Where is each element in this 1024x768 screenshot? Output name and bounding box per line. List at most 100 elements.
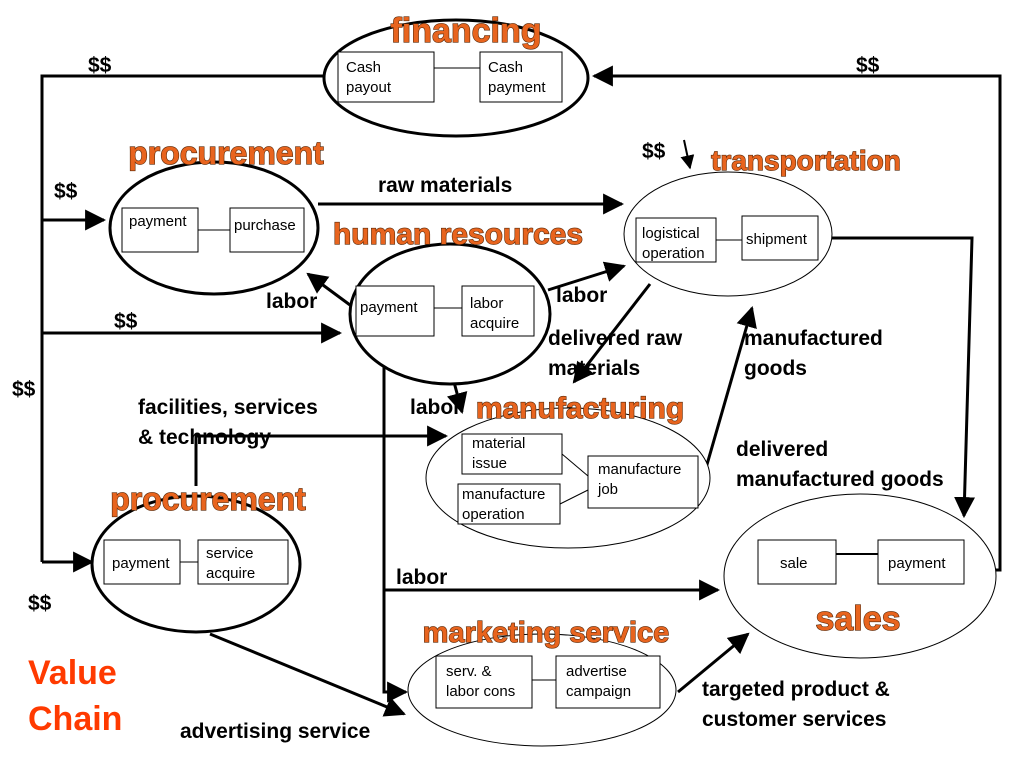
hr-labor-acquire-label-1: labor bbox=[470, 295, 503, 312]
labor-procurement-label: labor bbox=[266, 290, 317, 313]
labor-to-manufacturing-arrow bbox=[446, 381, 468, 415]
node-marketing-service: serv. & labor cons advertise campaign ma… bbox=[407, 616, 677, 747]
advertise-campaign-label-2: campaign bbox=[566, 683, 631, 700]
manufacture-operation-box bbox=[457, 483, 561, 525]
sale-label: sale bbox=[780, 555, 808, 572]
labor-to-transportation-arrow bbox=[547, 261, 627, 292]
serv-labor-cons-label-1: serv. & bbox=[446, 663, 492, 680]
cash-payout-label-2: payout bbox=[346, 79, 392, 96]
procurement-bottom-title: procurement bbox=[110, 481, 306, 517]
advertise-campaign-box bbox=[555, 655, 661, 709]
hr-labor-acquire-label-2: acquire bbox=[470, 315, 519, 332]
node-human-resources: payment labor acquire human resources bbox=[332, 217, 584, 386]
targeted-product-label-1: targeted product & bbox=[702, 678, 890, 701]
node-transportation: logistical operation shipment transporta… bbox=[623, 144, 901, 297]
connectors bbox=[40, 65, 1002, 717]
logistical-operation-box bbox=[635, 217, 717, 263]
sales-title: sales bbox=[815, 600, 900, 638]
procurement-top-payment-label: payment bbox=[129, 213, 187, 230]
dollars-transportation-arrow bbox=[680, 139, 695, 170]
procurement-bottom-payment-label: payment bbox=[112, 555, 170, 572]
procurement-top-purchase-box bbox=[229, 207, 305, 253]
delivered-raw-materials-label-2: materials bbox=[548, 357, 640, 380]
node-procurement-top: payment purchase procurement bbox=[108, 134, 325, 296]
manufacture-operation-label-2: operation bbox=[462, 506, 525, 523]
sales-ellipse bbox=[723, 493, 997, 659]
node-sales: sale payment sales bbox=[723, 493, 997, 659]
delivered-manufactured-goods-label-1: delivered bbox=[736, 438, 828, 461]
manufacture-job-label-2: job bbox=[597, 481, 618, 498]
labor-manufacturing-label: labor bbox=[410, 396, 461, 419]
manufacturing-title: manufacturing bbox=[476, 392, 684, 425]
human-resources-title: human resources bbox=[333, 218, 583, 251]
dollars-procurement-label: $$ bbox=[54, 180, 78, 203]
manufactured-goods-label-2: goods bbox=[744, 357, 807, 380]
financing-ellipse bbox=[322, 18, 590, 138]
delivered-raw-materials-label-1: delivered raw bbox=[548, 327, 683, 350]
labor-sales-label: labor bbox=[396, 566, 447, 589]
value-chain-line-2: Chain bbox=[28, 700, 122, 738]
dollars-transportation-label: $$ bbox=[642, 140, 666, 163]
dollars-left-bus-label: $$ bbox=[12, 378, 36, 401]
procurement-top-title: procurement bbox=[128, 135, 324, 171]
delivered-goods-line bbox=[830, 236, 976, 519]
procurement-top-purchase-label: purchase bbox=[234, 217, 296, 234]
cash-payment-box bbox=[479, 51, 563, 103]
manufacture-job-box bbox=[587, 455, 699, 509]
labor-transport-label: labor bbox=[556, 284, 607, 307]
sales-to-financing-line bbox=[591, 65, 1002, 572]
financing-title: financing bbox=[390, 12, 541, 50]
material-issue-box bbox=[461, 433, 563, 475]
targeted-product-arrow bbox=[677, 632, 750, 694]
labor-to-procurement-arrow bbox=[306, 272, 351, 307]
sales-payment-label: payment bbox=[888, 555, 946, 572]
flow-labels: $$ $$ $$ $$ $$ $$ $$ raw materials labor… bbox=[12, 54, 944, 743]
transportation-ellipse bbox=[623, 171, 833, 297]
delivered-raw-materials-arrow bbox=[572, 283, 652, 384]
service-acquire-label-1: service bbox=[206, 545, 254, 562]
sales-payment-box bbox=[877, 539, 965, 585]
node-procurement-bottom: payment service acquire procurement bbox=[90, 480, 307, 634]
logistical-label-1: logistical bbox=[642, 225, 700, 242]
dollars-financing-right-label: $$ bbox=[856, 54, 880, 77]
cash-payment-label-1: Cash bbox=[488, 59, 523, 76]
cash-payout-label-1: Cash bbox=[346, 59, 381, 76]
procurement-top-ellipse bbox=[108, 160, 320, 296]
human-resources-ellipse bbox=[348, 242, 552, 386]
node-manufacturing: material issue manufacture operation man… bbox=[425, 391, 711, 549]
delivered-manufactured-goods-label-2: manufactured goods bbox=[736, 468, 944, 491]
hr-labor-acquire-box bbox=[461, 285, 535, 337]
value-chain-line-1: Value bbox=[28, 654, 117, 692]
material-issue-label-1: material bbox=[472, 435, 525, 452]
transportation-title: transportation bbox=[711, 145, 901, 176]
targeted-product-label-2: customer services bbox=[702, 708, 886, 731]
advertise-campaign-label-1: advertise bbox=[566, 663, 627, 680]
shipment-label: shipment bbox=[746, 231, 808, 248]
facilities-label-1: facilities, services bbox=[138, 396, 318, 419]
shipment-box bbox=[741, 215, 819, 261]
manufacture-job-label-1: manufacture bbox=[598, 461, 681, 478]
service-acquire-box bbox=[197, 539, 289, 585]
advertising-service-label: advertising service bbox=[180, 720, 370, 743]
logistical-label-2: operation bbox=[642, 245, 705, 262]
value-chain-heading: Value Chain bbox=[28, 654, 122, 738]
cash-payment-label-2: payment bbox=[488, 79, 546, 96]
manufactured-goods-arrow bbox=[704, 305, 757, 469]
manufacture-operation-label-1: manufacture bbox=[462, 486, 545, 503]
financing-to-left-bus-line bbox=[40, 74, 328, 562]
procurement-bottom-payment-box bbox=[103, 539, 181, 585]
sale-box bbox=[757, 539, 837, 585]
dollars-financing-left-label: $$ bbox=[88, 54, 112, 77]
manufactured-goods-label-1: manufactured bbox=[744, 327, 883, 350]
hr-payment-box bbox=[355, 285, 435, 337]
service-acquire-label-2: acquire bbox=[206, 565, 255, 582]
procurement-bottom-ellipse bbox=[90, 494, 302, 634]
cash-payout-box bbox=[337, 51, 435, 103]
material-issue-label-2: issue bbox=[472, 455, 507, 472]
procurement-top-payment-box bbox=[121, 207, 199, 253]
labor-to-marketing-line bbox=[382, 364, 409, 703]
node-financing: Cash payout Cash payment financing bbox=[322, 11, 590, 138]
marketing-service-title: marketing service bbox=[423, 617, 670, 649]
